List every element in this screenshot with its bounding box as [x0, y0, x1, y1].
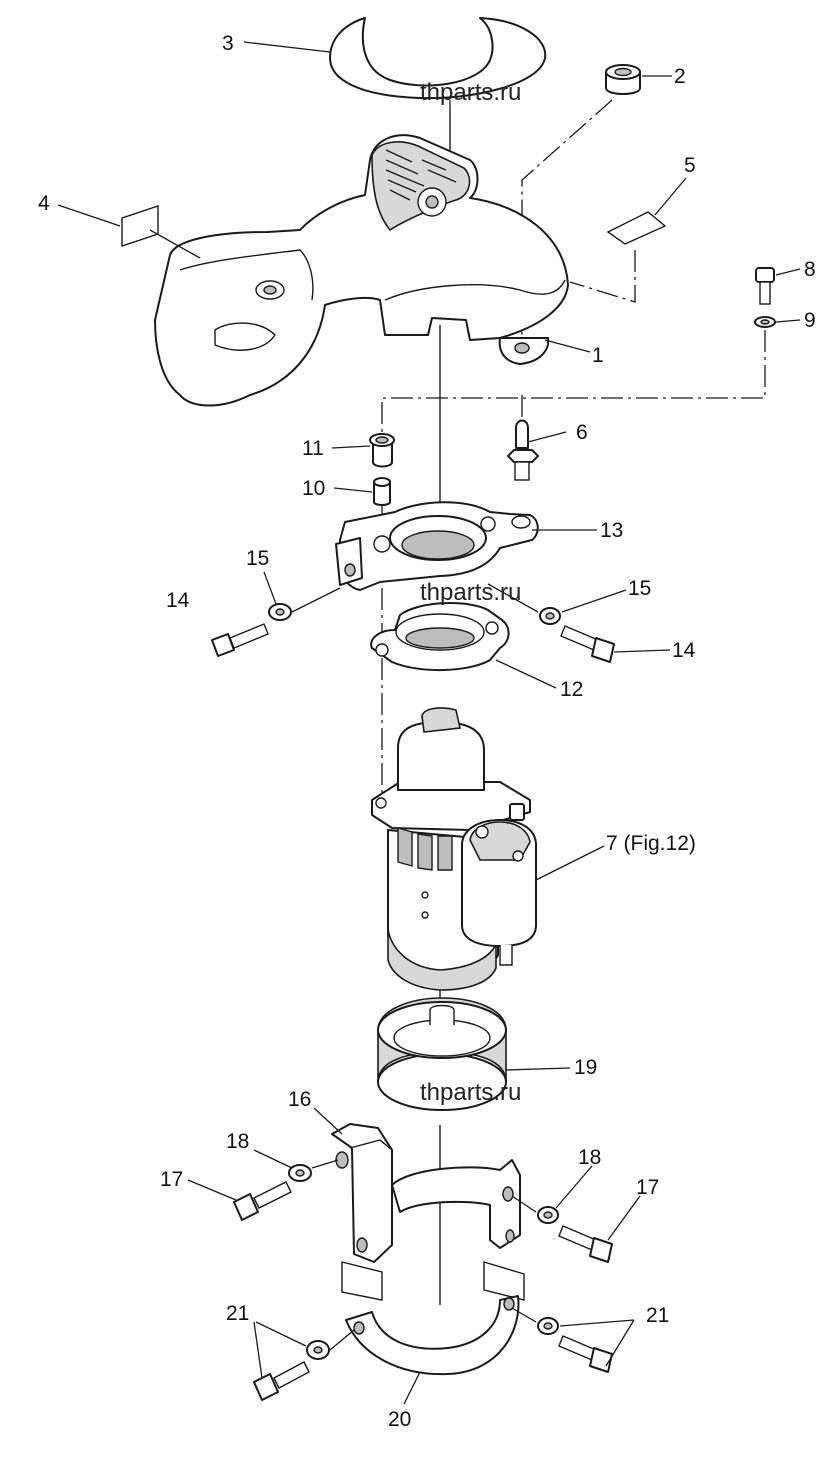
part-11-collar	[369, 433, 395, 468]
callout-11: 11	[302, 437, 324, 460]
callout-21-left: 21	[226, 1302, 249, 1325]
watermark-top: thparts.ru	[420, 79, 521, 106]
part-1-cover	[154, 134, 569, 407]
callout-16: 16	[288, 1088, 311, 1111]
part-20-lower-strap	[345, 1295, 520, 1376]
part-10-pin	[373, 477, 391, 506]
callout-6: 6	[576, 421, 588, 444]
part-12-gasket	[370, 602, 510, 672]
part-21-bolt-left	[253, 1361, 310, 1401]
callout-12: 12	[560, 678, 583, 701]
callout-1: 1	[592, 344, 604, 367]
break-marker-left	[341, 1261, 383, 1301]
part-2-grommet	[605, 64, 641, 95]
part-14-bolt-left	[211, 623, 269, 657]
callout-18-left: 18	[226, 1130, 249, 1153]
assembly-line-label	[569, 250, 636, 303]
leader-lines	[57, 41, 801, 1405]
part-7-starter-motor	[371, 707, 537, 991]
callout-17-right: 17	[636, 1176, 659, 1199]
callout-4: 4	[38, 192, 50, 215]
part-5-label	[606, 211, 667, 245]
callout-5: 5	[684, 154, 696, 177]
part-16-support-arm	[331, 1123, 521, 1263]
callout-15-left: 15	[246, 547, 269, 570]
watermark-bottom: thparts.ru	[420, 1079, 521, 1106]
callout-14-right: 14	[672, 639, 696, 662]
watermark-mid: thparts.ru	[420, 579, 521, 606]
callout-3: 3	[222, 32, 234, 55]
part-21-washer-left	[306, 1340, 330, 1360]
part-13-bracket	[335, 501, 539, 591]
part-18-washer-left	[288, 1164, 312, 1182]
callout-7: 7 (Fig.12)	[606, 832, 696, 855]
callout-20: 20	[388, 1408, 411, 1431]
callout-15-right: 15	[628, 577, 651, 600]
break-marker-right	[483, 1261, 525, 1301]
part-17-bolt-left	[233, 1181, 292, 1221]
part-14-bolt-right	[560, 625, 615, 663]
part-19-cushion	[377, 997, 507, 1111]
part-21-washer-right	[537, 1317, 559, 1335]
callout-2: 2	[674, 65, 686, 88]
callout-10: 10	[302, 477, 325, 500]
callout-17-left: 17	[160, 1168, 183, 1191]
part-3-shield	[329, 17, 547, 100]
part-9-washer	[754, 316, 776, 328]
part-17-bolt-right	[558, 1225, 613, 1263]
callout-8: 8	[804, 258, 816, 281]
callout-19: 19	[574, 1056, 597, 1079]
part-6-stud	[507, 419, 539, 481]
part-8-bolt	[755, 267, 775, 305]
part-21-bolt-right	[558, 1335, 613, 1373]
callout-13: 13	[600, 519, 623, 542]
part-4-label	[121, 205, 159, 247]
callout-14-left: 14	[166, 589, 190, 612]
part-18-washer-right	[537, 1206, 559, 1224]
callout-21-right: 21	[646, 1304, 669, 1327]
part-15-washer-left	[268, 603, 292, 621]
callout-18-right: 18	[578, 1146, 601, 1169]
callout-9: 9	[804, 309, 816, 332]
assembly-line-bolt8	[381, 330, 766, 432]
cover-vent-slots	[385, 149, 457, 201]
part-15-washer-right	[539, 607, 561, 625]
